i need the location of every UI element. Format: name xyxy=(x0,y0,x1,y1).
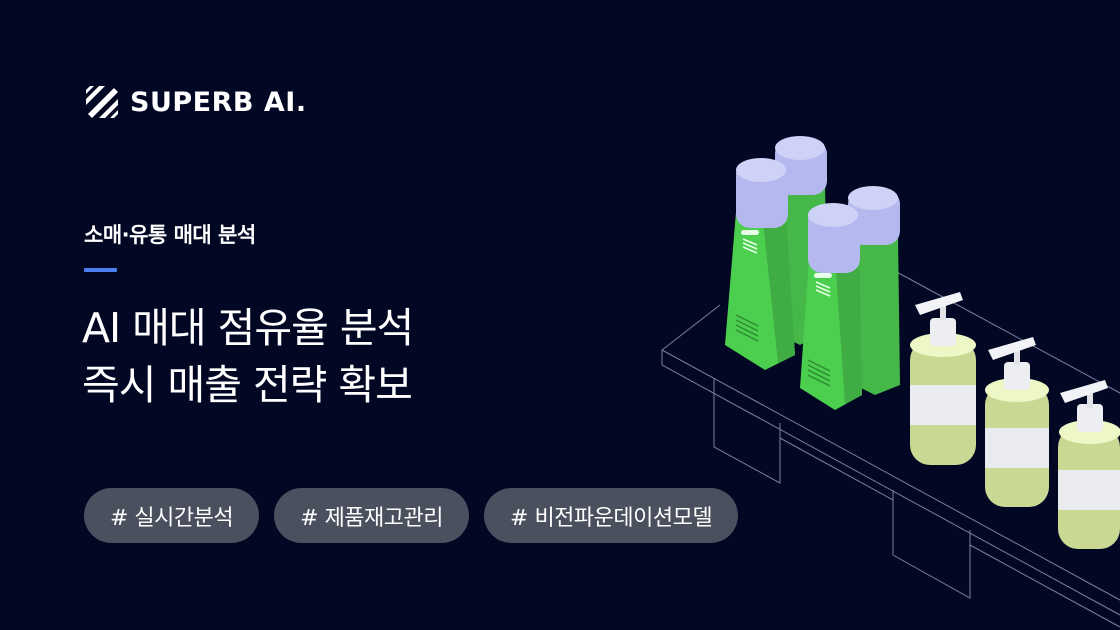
pump-bottle-1 xyxy=(910,292,976,465)
brand-name: SUPERB AI. xyxy=(130,86,307,118)
accent-divider xyxy=(84,268,117,272)
page-title: AI 매대 점유율 분석 즉시 매출 전략 확보 xyxy=(82,300,414,414)
tag-realtime-analysis[interactable]: # 실시간분석 xyxy=(84,488,260,543)
green-bottle-front-left xyxy=(725,158,795,370)
diagonal-stripes-logo-icon xyxy=(86,86,118,118)
headline-line-1: AI 매대 점유율 분석 xyxy=(82,304,414,352)
shelf-outline xyxy=(661,269,1120,628)
category-label: 소매·유통 매대 분석 xyxy=(84,223,256,247)
tag-vision-foundation-model[interactable]: # 비전파운데이션모델 xyxy=(484,488,739,543)
headline-line-2: 즉시 매출 전략 확보 xyxy=(82,361,413,409)
pump-bottle-3 xyxy=(1058,380,1120,549)
shelf-illustration xyxy=(661,136,1120,628)
tag-inventory-management[interactable]: # 제품재고관리 xyxy=(274,488,470,543)
pump-bottle-2 xyxy=(985,337,1049,507)
brand-logo: SUPERB AI. xyxy=(84,84,307,120)
tag-list: # 실시간분석 # 제품재고관리 # 비전파운데이션모델 xyxy=(84,488,739,543)
green-bottle-front-middle xyxy=(800,203,862,410)
